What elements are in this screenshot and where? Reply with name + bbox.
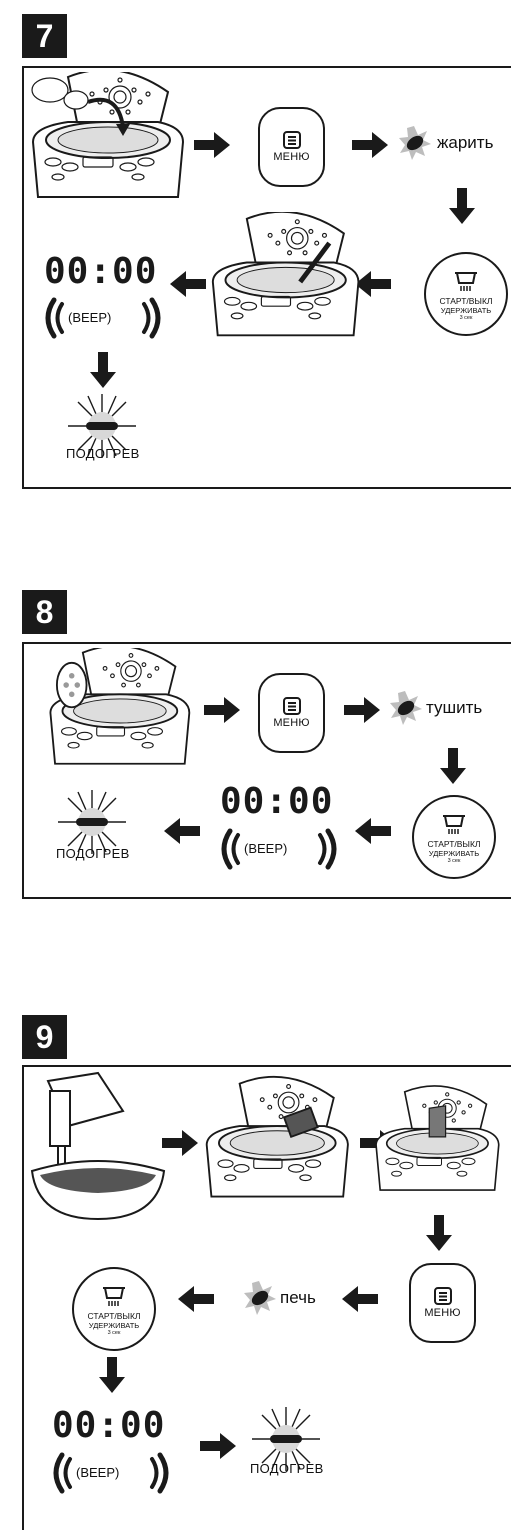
step-8-section: 8 МЕНЮ тушить СТАРТ/ВЫКЛ УДЕРЖИВАТЬ 3 се… <box>22 590 511 900</box>
timer-display: 00:00 <box>52 1408 165 1444</box>
arrow-icon <box>352 132 388 158</box>
timer-display: 00:00 <box>220 784 333 820</box>
menu-button[interactable]: МЕНЮ <box>409 1263 476 1343</box>
cooker-illustration <box>202 1075 362 1210</box>
keep-warm-label: ПОДОГРЕВ <box>56 846 130 861</box>
mode-label-bake: печь <box>280 1288 316 1308</box>
cooker-illustration <box>208 212 373 347</box>
hold-seconds-label: 3 сек <box>448 858 461 865</box>
menu-list-icon <box>283 131 301 149</box>
arrow-icon <box>200 1433 236 1459</box>
beep-label: (BEEP) <box>76 1465 119 1480</box>
arrow-icon <box>162 1130 198 1156</box>
start-stop-label: СТАРТ/ВЫКЛ <box>439 296 492 306</box>
pot-steam-icon <box>101 1282 127 1308</box>
arrow-icon <box>194 132 230 158</box>
menu-button[interactable]: МЕНЮ <box>258 673 325 753</box>
menu-button-label: МЕНЮ <box>273 151 309 163</box>
mode-label-fry: жарить <box>437 133 493 153</box>
start-stop-label: СТАРТ/ВЫКЛ <box>87 1311 140 1321</box>
cooker-illustration <box>42 648 207 773</box>
hold-seconds-label: 3 сек <box>460 315 473 322</box>
arrow-icon <box>204 697 240 723</box>
menu-button-label: МЕНЮ <box>273 717 309 729</box>
step-7-number: 7 <box>22 14 67 58</box>
arrow-icon <box>90 352 116 388</box>
mixer-bowl-illustration <box>28 1071 168 1221</box>
step-8-number: 8 <box>22 590 67 634</box>
arrow-icon <box>344 697 380 723</box>
flash-burst-icon <box>244 1281 278 1317</box>
step-7-section: 7 МЕНЮ жарить СТАРТ/ВЫКЛ УДЕРЖИВАТЬ 3 се… <box>22 14 511 489</box>
hold-label: УДЕРЖИВАТЬ <box>89 1321 139 1330</box>
cooker-illustration <box>372 1073 511 1213</box>
pot-steam-icon <box>453 267 479 293</box>
step-9-number: 9 <box>22 1015 67 1059</box>
menu-button[interactable]: МЕНЮ <box>258 107 325 187</box>
menu-list-icon <box>283 697 301 715</box>
beep-label: (BEEP) <box>68 310 111 325</box>
hold-seconds-label: 3 сек <box>108 1330 121 1337</box>
hold-label: УДЕРЖИВАТЬ <box>429 849 479 858</box>
arrow-icon <box>170 271 206 297</box>
start-stop-label: СТАРТ/ВЫКЛ <box>427 839 480 849</box>
keep-warm-label: ПОДОГРЕВ <box>66 446 140 461</box>
timer-display: 00:00 <box>44 254 157 290</box>
arrow-icon <box>426 1215 452 1251</box>
flash-burst-icon <box>390 691 424 727</box>
arrow-icon <box>99 1357 125 1393</box>
cooker-illustration <box>28 72 198 207</box>
flash-burst-icon <box>399 126 433 162</box>
keep-warm-label: ПОДОГРЕВ <box>250 1461 324 1476</box>
start-stop-button[interactable]: СТАРТ/ВЫКЛ УДЕРЖИВАТЬ 3 сек <box>412 795 496 879</box>
pot-steam-icon <box>441 810 467 836</box>
start-stop-button[interactable]: СТАРТ/ВЫКЛ УДЕРЖИВАТЬ 3 сек <box>72 1267 156 1351</box>
arrow-icon <box>440 748 466 784</box>
beep-label: (BEEP) <box>244 841 287 856</box>
arrow-icon <box>164 818 200 844</box>
start-stop-button[interactable]: СТАРТ/ВЫКЛ УДЕРЖИВАТЬ 3 сек <box>424 252 508 336</box>
arrow-icon <box>449 188 475 224</box>
step-9-section: 9 МЕНЮ печь СТАРТ/ВЫКЛ УДЕРЖИВАТЬ 3 сек … <box>22 1015 511 1528</box>
arrow-icon <box>355 818 391 844</box>
arrow-icon <box>178 1286 214 1312</box>
menu-button-label: МЕНЮ <box>424 1307 460 1319</box>
mode-label-stew: тушить <box>426 698 482 718</box>
arrow-icon <box>342 1286 378 1312</box>
menu-list-icon <box>434 1287 452 1305</box>
hold-label: УДЕРЖИВАТЬ <box>441 306 491 315</box>
